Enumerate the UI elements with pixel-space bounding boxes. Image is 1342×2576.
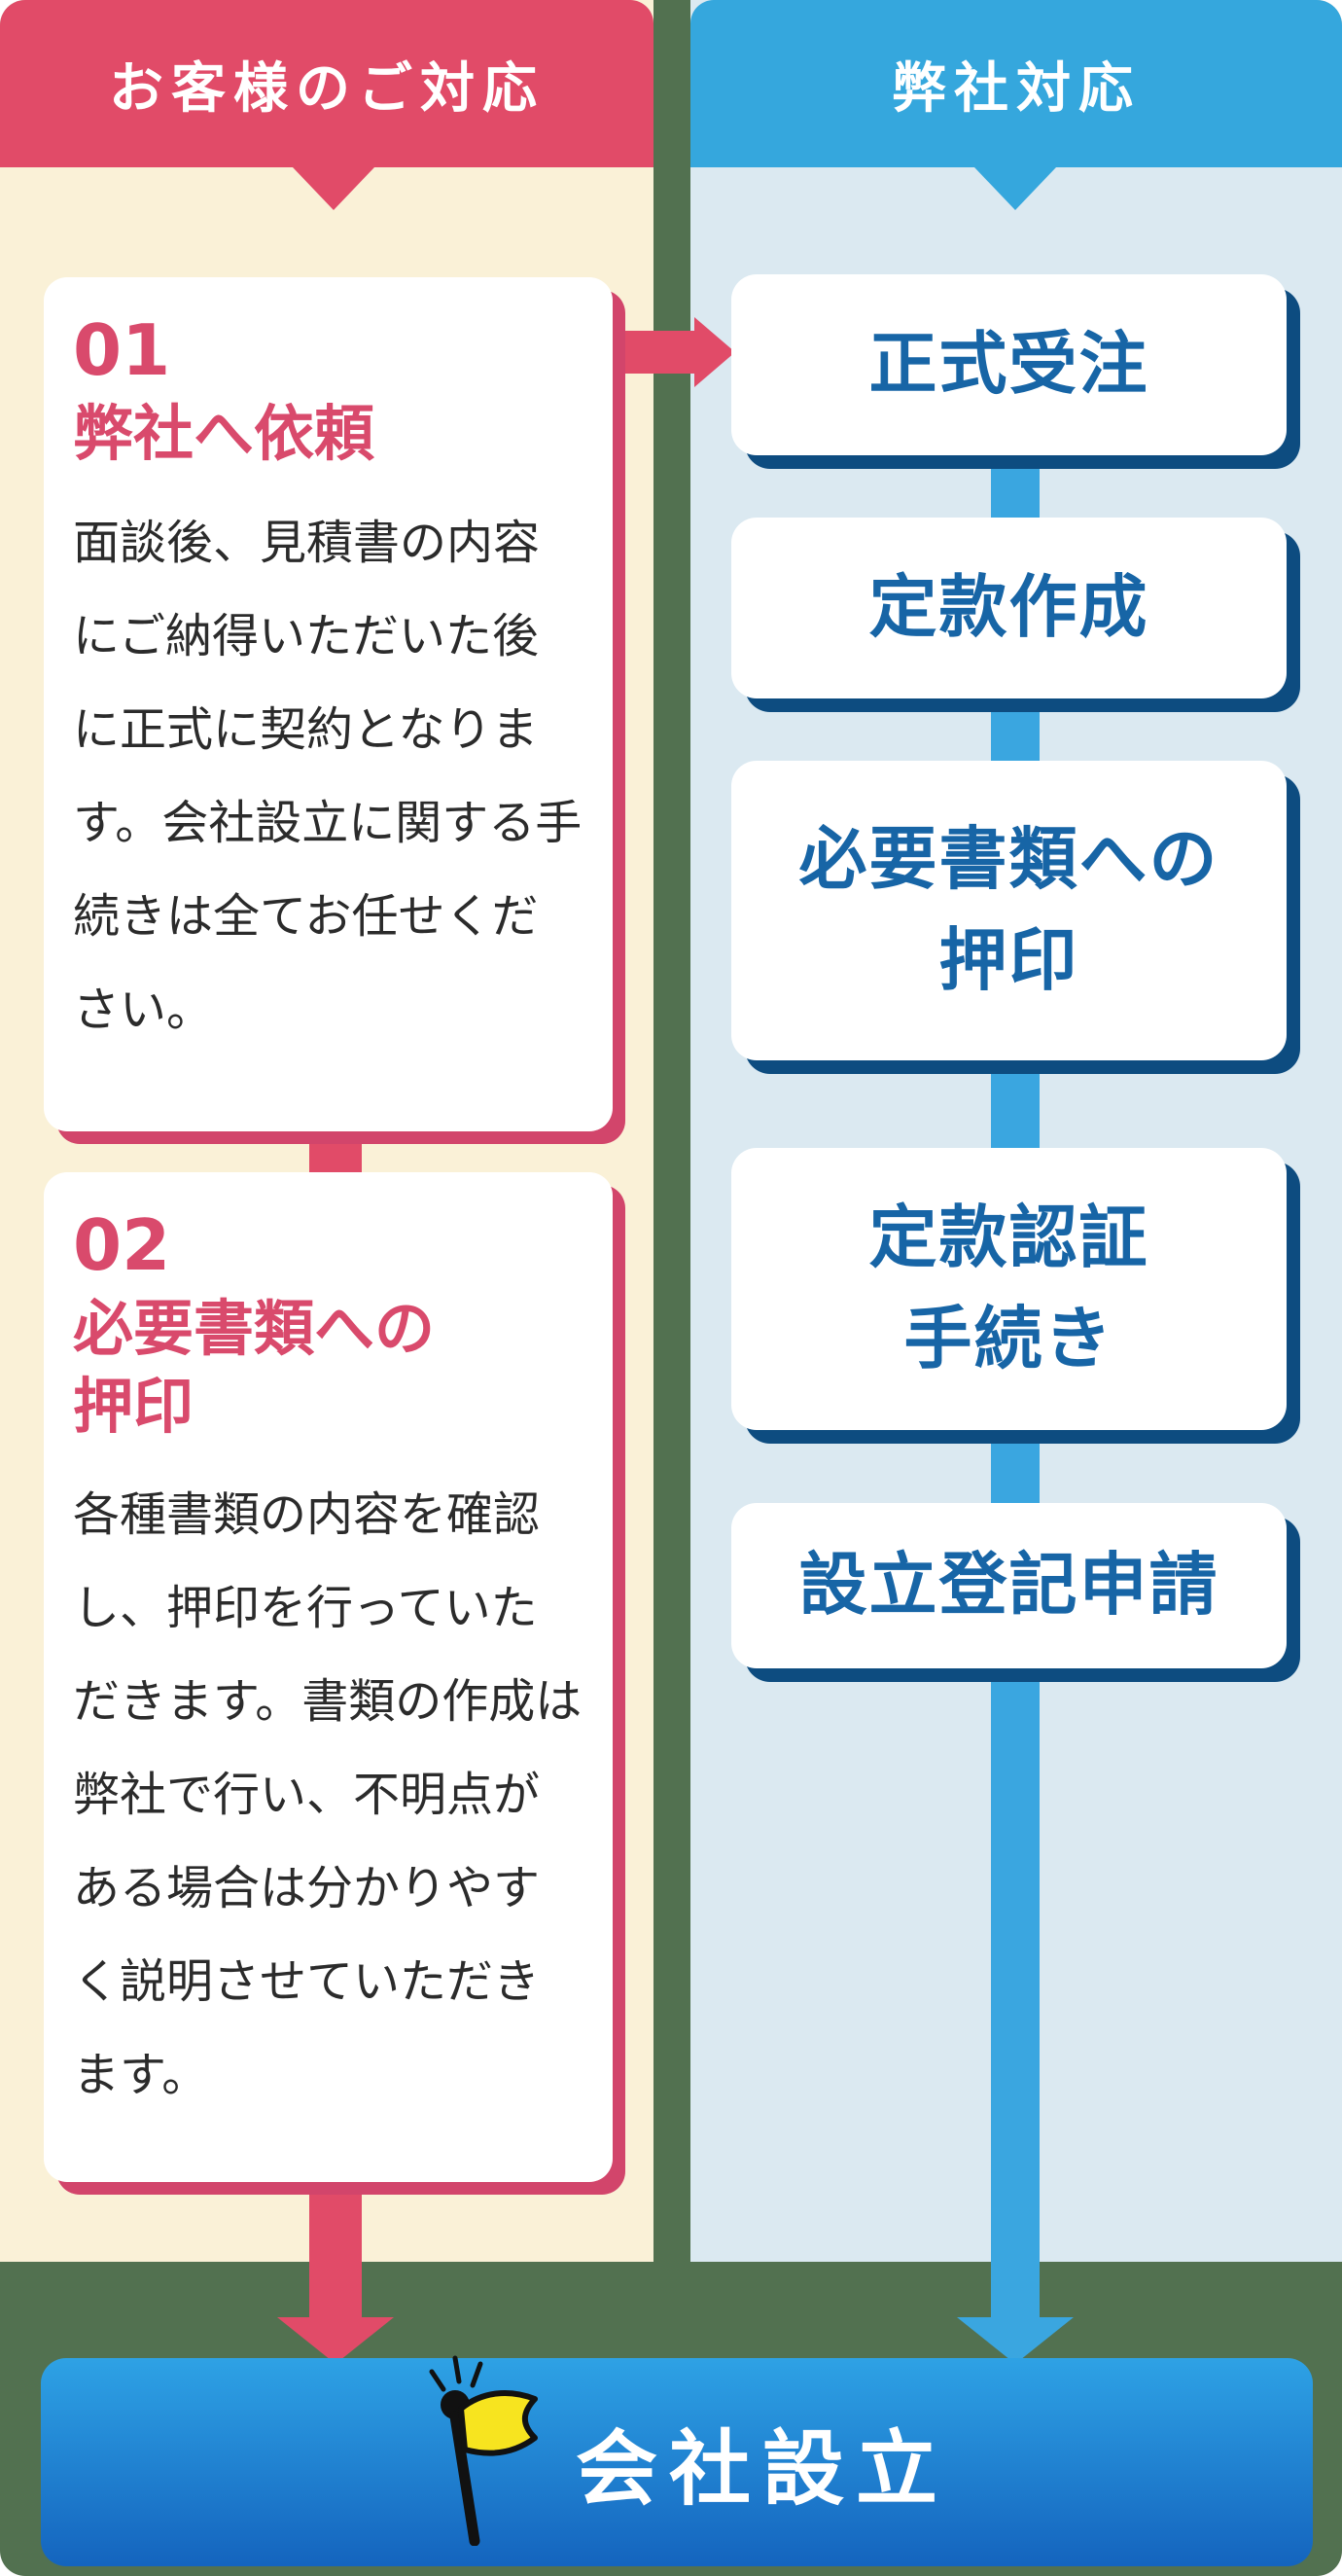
- goal-label: 会社設立: [575, 2420, 949, 2517]
- arrow-right-icon: [694, 317, 735, 387]
- flag-icon: [429, 2355, 538, 2546]
- step-description: 各種書類の内容を確認し、押印を行っていただきます。書類の作成は弊社で行い、不明点…: [73, 1486, 583, 2102]
- company-column-header-label: 弊社対応: [892, 56, 1141, 121]
- pointer-down-icon: [293, 167, 374, 210]
- step-title: 弊社へ依頼: [73, 398, 375, 470]
- step-title: 必要書類への 押印: [73, 1293, 436, 1442]
- goal-bar: 会社設立: [41, 2355, 1313, 2566]
- arrow-step1-to-order-shaft: [613, 331, 694, 374]
- customer-column-header: お客様のご対応: [0, 0, 653, 167]
- step-description: 面談後、見積書の内容にご納得いただいた後に正式に契約となります。会社設立に関する…: [73, 515, 583, 1037]
- process-box-articles-draft: 定款作成: [731, 518, 1287, 698]
- process-box-seal-documents: 必要書類への 押印: [731, 761, 1287, 1060]
- step-card-2: 02 必要書類への 押印 各種書類の内容を確認し、押印を行っていただきます。書類…: [44, 1172, 613, 2182]
- process-box-articles-certification: 定款認証 手続き: [731, 1148, 1287, 1430]
- flow-connector-to-goal: [991, 1654, 1040, 2327]
- flow-connector: [991, 1041, 1040, 1167]
- step-number: 01: [73, 309, 171, 391]
- arrow-down-icon: [277, 2317, 394, 2364]
- arrow-step2-to-goal-shaft: [309, 2179, 362, 2320]
- process-box-registration-application: 設立登記申請: [731, 1503, 1287, 1668]
- step-card-1: 01 弊社へ依頼 面談後、見積書の内容にご納得いただいた後に正式に契約となります…: [44, 277, 613, 1131]
- process-box-order: 正式受注: [731, 274, 1287, 455]
- company-column-header: 弊社対応: [690, 0, 1342, 167]
- step-number: 02: [73, 1204, 171, 1286]
- pointer-down-icon: [974, 167, 1056, 210]
- arrow-down-icon: [957, 2317, 1074, 2364]
- customer-column-header-label: お客様のご対応: [109, 56, 545, 121]
